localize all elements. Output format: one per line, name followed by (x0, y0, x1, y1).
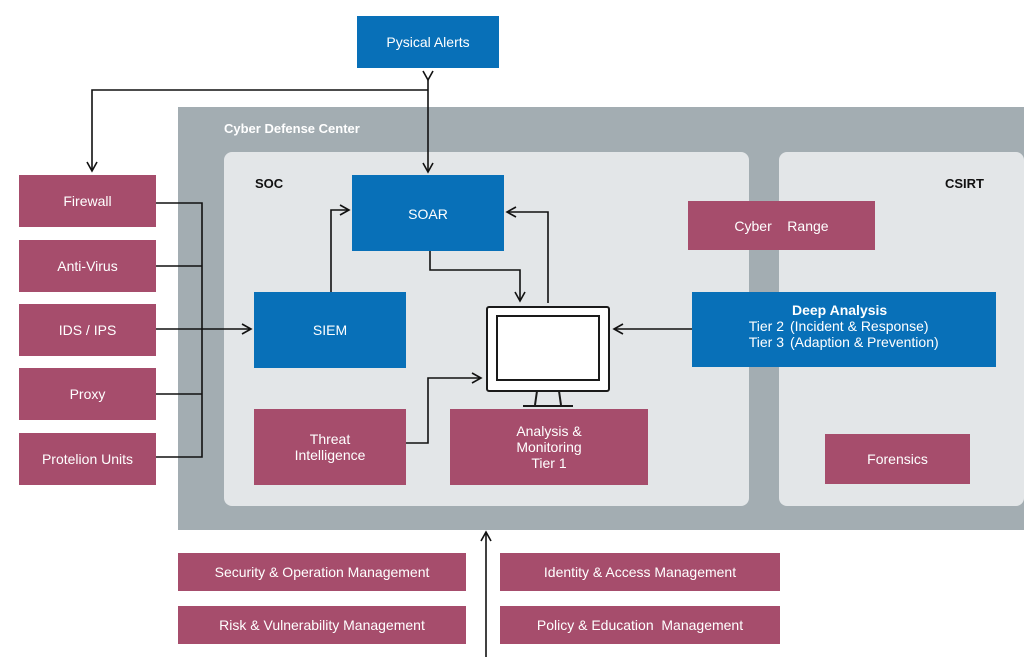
deep-analysis-tier2-row: Tier 2 (Incident & Response) (692, 318, 996, 334)
security-operation-management-box: Security & Operation Management (178, 553, 466, 591)
csirt-label: CSIRT (945, 176, 984, 191)
ids-ips-box: IDS / IPS (19, 304, 156, 356)
cyber-range-label: Cyber Range (734, 217, 829, 234)
analysis-monitoring-line-2: Monitoring (516, 439, 582, 455)
analysis-monitoring-line-1: Analysis & (516, 423, 582, 439)
tier2-text: (Incident & Response) (790, 318, 929, 334)
ids-ips-label: IDS / IPS (58, 322, 117, 338)
deep-analysis-title: Deep Analysis (792, 302, 888, 318)
tier3-text: (Adaption & Prevention) (790, 334, 939, 350)
analysis-monitoring-box: Analysis & Monitoring Tier 1 (450, 409, 648, 485)
forensics-label: Forensics (867, 451, 928, 467)
firewall-box: Firewall (19, 175, 156, 227)
identity-access-management-label: Identity & Access Management (543, 564, 737, 580)
soar-box: SOAR (352, 175, 504, 251)
physical-alerts-box: Pysical Alerts (357, 16, 499, 68)
threat-intelligence-line-1: Threat (309, 431, 351, 447)
monitor-soar-line (505, 206, 549, 303)
cyber-defense-center-title: Cyber Defense Center (224, 121, 360, 136)
tier2-label: Tier 2 (748, 318, 784, 334)
deep-analysis-tier3-row: Tier 3 (Adaption & Prevention) (692, 334, 996, 350)
policy-education-management-label: Policy & Education Management (536, 617, 744, 633)
alerts-firewall-line (86, 89, 428, 173)
siem-box: SIEM (254, 292, 406, 368)
physical-alerts-label: Pysical Alerts (386, 34, 470, 50)
analysis-monitoring-line-3: Tier 1 (531, 455, 567, 471)
protelion-units-label: Protelion Units (41, 451, 134, 467)
risk-vulnerability-management-label: Risk & Vulnerability Management (219, 617, 425, 633)
security-operation-management-label: Security & Operation Management (214, 564, 430, 580)
sources-bus (156, 202, 203, 458)
monitor-icon (486, 306, 610, 407)
identity-access-management-box: Identity & Access Management (500, 553, 780, 591)
proxy-label: Proxy (69, 386, 106, 402)
risk-vulnerability-management-box: Risk & Vulnerability Management (178, 606, 466, 644)
forensics-box: Forensics (825, 434, 970, 484)
firewall-label: Firewall (63, 193, 112, 209)
tier3-label: Tier 3 (748, 334, 784, 350)
anti-virus-label: Anti-Virus (57, 258, 118, 274)
threat-intelligence-box: Threat Intelligence (254, 409, 406, 485)
protelion-units-box: Protelion Units (19, 433, 156, 485)
threat-monitor-line (406, 372, 483, 444)
threat-intelligence-line-2: Intelligence (294, 447, 366, 463)
anti-virus-box: Anti-Virus (19, 240, 156, 292)
soc-label: SOC (255, 176, 284, 191)
deep-analysis-box: Deep Analysis Tier 2 (Incident & Respons… (692, 292, 996, 367)
proxy-box: Proxy (19, 368, 156, 420)
soar-monitor-line (429, 251, 526, 303)
siem-soar-line (330, 204, 351, 292)
policy-education-management-box: Policy & Education Management (500, 606, 780, 644)
siem-label: SIEM (312, 322, 348, 338)
soar-label: SOAR (408, 206, 448, 222)
cyber-range-box: Cyber Range (688, 201, 875, 250)
